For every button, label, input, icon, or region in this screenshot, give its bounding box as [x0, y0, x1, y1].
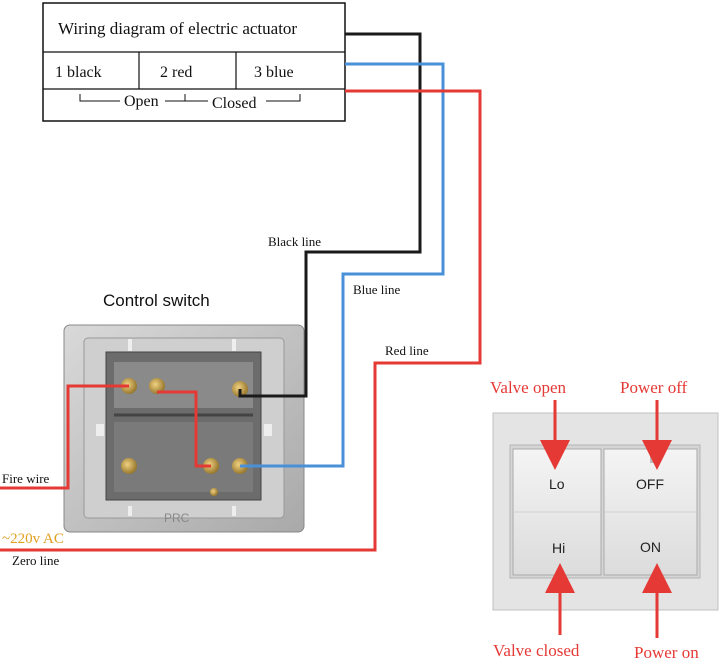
rocker-switch: Lo Hi OFF ON: [492, 412, 719, 611]
red-line-label: Red line: [385, 343, 429, 358]
open-label: Open: [124, 93, 159, 110]
red-wire: [0, 89, 482, 552]
black-wire: [238, 32, 422, 398]
lo-label: Lo: [549, 476, 565, 492]
screw-icon: [121, 458, 137, 474]
actuator-box: Wiring diagram of electric actuator 1 bl…: [42, 2, 346, 122]
control-switch-title: Control switch: [103, 291, 210, 310]
terminal-2-label: 2 red: [160, 64, 192, 81]
valve-closed-label: Valve closed: [493, 641, 580, 660]
blue-wire: [240, 62, 445, 468]
on-label: ON: [640, 539, 661, 555]
internal-jumper: [157, 390, 211, 468]
blue-line-label: Blue line: [353, 282, 401, 297]
screw-icon: [149, 378, 165, 394]
black-line-label: Black line: [268, 234, 321, 249]
plate-text: PRC: [164, 511, 190, 525]
terminal-3-label: 3 blue: [254, 64, 294, 81]
hi-label: Hi: [552, 540, 565, 556]
zero-line-label: Zero line: [12, 553, 60, 568]
terminal-1-label: 1 black: [55, 64, 102, 81]
control-switch: Control switch PRC: [63, 291, 305, 533]
off-label: OFF: [636, 476, 664, 492]
fire-wire-label: Fire wire: [2, 471, 50, 486]
fire-wire: [0, 384, 129, 490]
closed-label: Closed: [212, 95, 256, 112]
valve-open-label: Valve open: [490, 378, 567, 397]
voltage-label: ~220v AC: [2, 531, 64, 547]
power-off-label: Power off: [620, 378, 688, 397]
actuator-title: Wiring diagram of electric actuator: [58, 19, 297, 38]
power-on-label: Power on: [634, 643, 699, 662]
